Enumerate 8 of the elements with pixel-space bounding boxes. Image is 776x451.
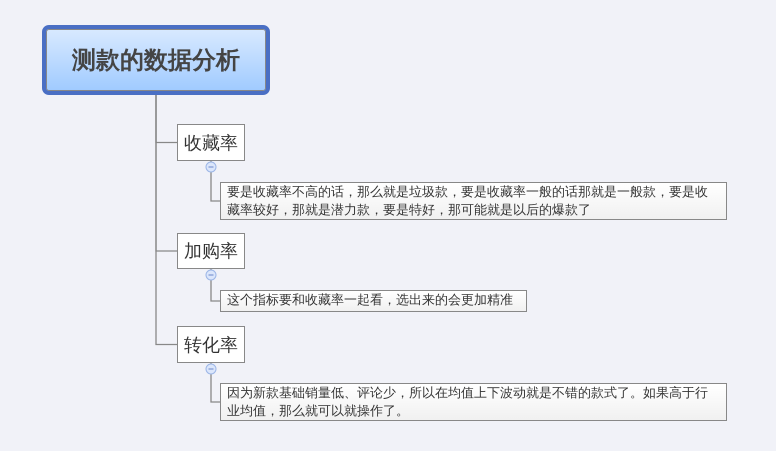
note-box: 这个指标要和收藏率一起看，选出来的会更加精准 [220,290,527,312]
connector [155,95,177,346]
note-box: 因为新款基础销量低、评论少，所以在均值上下波动就是不错的款式了。如果高于行业均值，那么就可以就操作了。 [220,383,727,421]
topic-box: 转化率 [177,326,245,363]
note-box: 要是收藏率不高的话，那么就是垃圾款，要是收藏率一般的话那就是一般款，要是收藏率较好，那就是潜力款，要是特好，那可能就是以后的爆款了 [220,182,727,220]
topic-box: 收藏率 [177,124,245,161]
title-box: 测款的数据分析 [42,25,270,95]
topic-box: 加购率 [177,233,245,269]
